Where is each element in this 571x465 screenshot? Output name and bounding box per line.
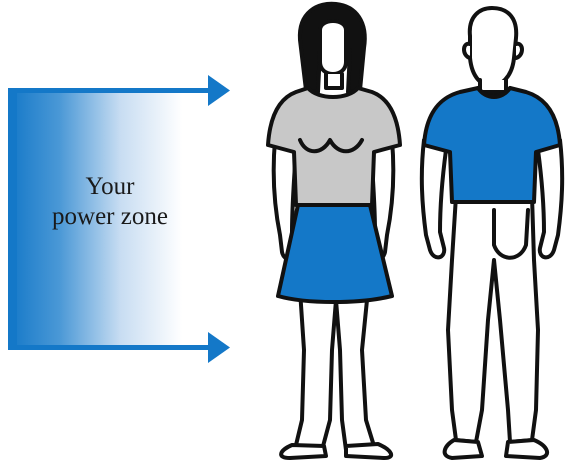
bracket-left-bar xyxy=(8,88,17,350)
man-shirt xyxy=(424,88,560,202)
man-head xyxy=(470,8,516,86)
woman-legs xyxy=(296,290,374,450)
man-figure-icon xyxy=(422,8,562,458)
arrow-right-bottom-icon xyxy=(208,332,230,363)
power-zone-label-line1: Your xyxy=(20,172,200,202)
power-zone-label: Your power zone xyxy=(20,172,200,232)
man-left-arm xyxy=(422,140,446,257)
woman-skirt xyxy=(278,205,392,302)
man-right-arm xyxy=(538,140,562,257)
woman-figure-icon xyxy=(268,4,400,458)
bracket-bottom-line xyxy=(8,345,213,350)
arrow-right-top-icon xyxy=(208,75,230,106)
woman-face xyxy=(320,21,346,74)
bracket-top-line xyxy=(8,88,213,93)
power-zone-label-line2: power zone xyxy=(20,202,200,232)
